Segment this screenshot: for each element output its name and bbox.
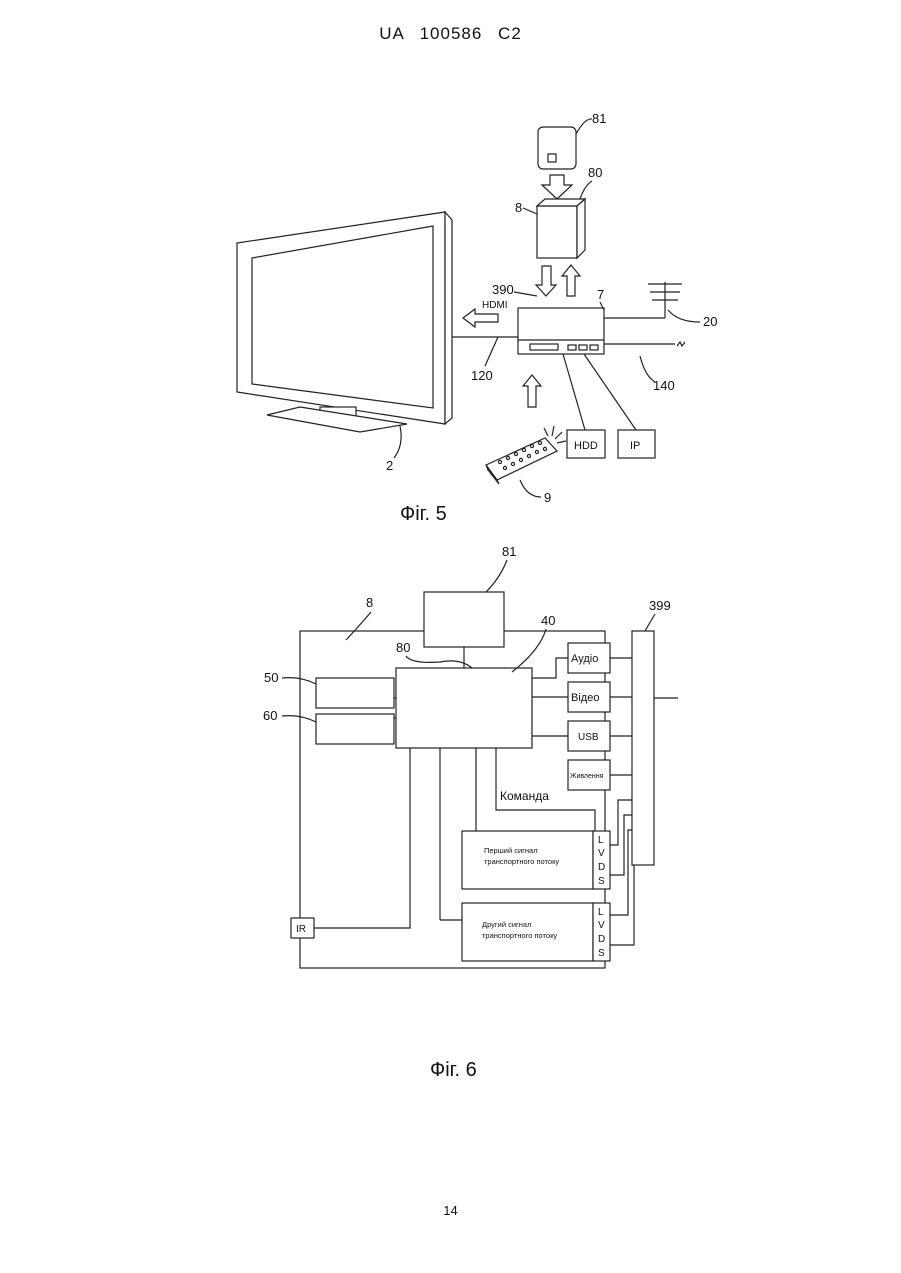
lvds1-s: S [598, 876, 605, 887]
fig6-caption: Фіг. 6 [430, 1059, 477, 1081]
hdmi-arrow [463, 309, 498, 327]
label-ts2-line2: транспортного потоку [482, 931, 557, 940]
memory-block-60 [316, 714, 394, 744]
label-140: 140 [653, 378, 675, 393]
label-60: 60 [263, 708, 277, 723]
label-power: Живлення [570, 773, 604, 780]
lvds1-d: D [598, 862, 605, 873]
remote-arrow [523, 375, 541, 407]
connector-bus [632, 631, 654, 865]
label-80-fig6: 80 [396, 640, 410, 655]
label-390: 390 [492, 282, 514, 297]
smartcard-block [424, 592, 504, 647]
label-40: 40 [541, 613, 555, 628]
label-audio: Аудіо [571, 653, 598, 665]
lvds2-s: S [598, 948, 605, 959]
label-hdmi: HDMI [482, 300, 508, 311]
ca-module [537, 199, 585, 258]
label-8-fig6: 8 [366, 595, 373, 610]
lvds1-l: L [598, 835, 604, 846]
label-9: 9 [544, 490, 551, 505]
label-video: Відео [571, 692, 599, 704]
fig5-caption: Фіг. 5 [400, 503, 447, 525]
label-81-fig5: 81 [592, 111, 606, 126]
lvds1-v: V [598, 848, 605, 859]
arrow-down-module [536, 266, 556, 296]
fig5-drawing: HDMI 120 81 80 8 390 [237, 111, 717, 505]
lvds2-l: L [598, 907, 604, 918]
smart-card [538, 127, 576, 169]
label-20: 20 [703, 314, 717, 329]
label-399: 399 [649, 598, 671, 613]
arrow-up-module [562, 265, 580, 296]
label-50: 50 [264, 670, 278, 685]
processor-block [396, 668, 532, 748]
label-ts1-line1: Перший сигнал [484, 846, 538, 855]
label-80-fig5: 80 [588, 165, 602, 180]
insert-arrow [542, 175, 572, 199]
lvds2-d: D [598, 934, 605, 945]
label-hdd: HDD [574, 440, 598, 452]
lvds2-v: V [598, 920, 605, 931]
fig6-drawing: 8 81 40 80 50 60 Аудіо Відео USB Живленн… [263, 544, 678, 968]
label-ir: IR [296, 924, 306, 935]
label-ip: IP [630, 440, 640, 452]
label-command: Команда [500, 789, 549, 803]
page-number: 14 [0, 1203, 901, 1218]
label-ts1-line2: транспортного потоку [484, 857, 559, 866]
label-usb: USB [578, 732, 599, 743]
label-120: 120 [471, 368, 493, 383]
label-81-fig6: 81 [502, 544, 516, 559]
label-ts2-line1: Другий сигнал [482, 920, 531, 929]
label-2: 2 [386, 458, 393, 473]
receiver-box [518, 308, 604, 354]
label-8-fig5: 8 [515, 200, 522, 215]
remote-control [486, 426, 566, 484]
label-7: 7 [597, 287, 604, 302]
tv-monitor [237, 212, 452, 432]
memory-block-50 [316, 678, 394, 708]
